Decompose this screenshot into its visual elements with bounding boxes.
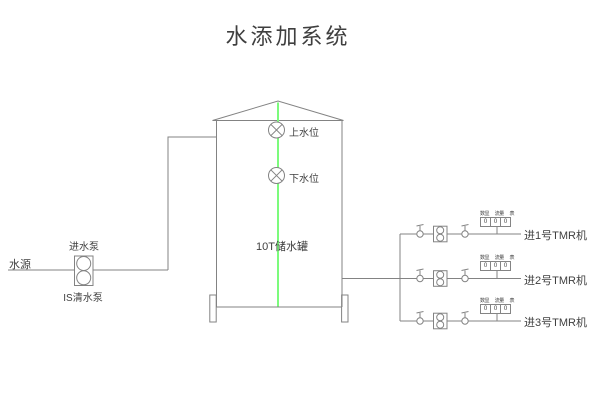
branch1-symbols (416, 224, 469, 243)
page-title: 水添加系统 (225, 24, 351, 49)
meter-header: 表 (509, 255, 514, 261)
lower-level-sensor-icon (268, 167, 285, 184)
branch3-valve1-icon (416, 317, 424, 325)
flow-meter-1: 数显 流量 表 0 0 0 (480, 211, 514, 227)
flow-meter-3: 数显 流量 表 0 0 0 (480, 298, 514, 314)
flow-meter-2: 数显 流量 表 0 0 0 (480, 255, 514, 271)
meter-header: 数显 (480, 211, 490, 217)
branch2-symbols (416, 268, 469, 287)
inlet-pump-top-label: 进水泵 (69, 242, 99, 253)
meter-header: 流量 (494, 255, 505, 261)
flow-meter-1-digits: 0 0 0 (480, 217, 514, 227)
branch1-valve2-icon (461, 230, 469, 238)
branch3-valve2-stem (461, 311, 469, 318)
meter-digit: 0 (500, 261, 511, 271)
branch3-valve1-stem (416, 311, 424, 318)
branch1-pump-icon (433, 225, 448, 243)
branch3-label: 进3号TMR机 (524, 317, 587, 329)
meter-header: 流量 (494, 211, 505, 217)
meter-digit: 0 (500, 217, 511, 227)
branch2-label: 进2号TMR机 (524, 275, 587, 287)
flow-meter-2-digits: 0 0 0 (480, 261, 514, 271)
flow-meter-1-headers: 数显 流量 表 (480, 211, 514, 217)
meter-header: 流量 (494, 298, 505, 304)
meter-header: 表 (509, 211, 514, 217)
riser-pipe (167, 136, 217, 270)
meter-header: 数显 (480, 298, 490, 304)
branch3-symbols (416, 311, 469, 330)
tank-left-leg (209, 294, 217, 323)
branch3-pump-icon (433, 312, 448, 330)
flow-meter-3-digits: 0 0 0 (480, 304, 514, 314)
branch2-valve2-stem (461, 268, 469, 276)
lower-level-label: 下水位 (289, 174, 319, 185)
flow-meter-3-headers: 数显 流量 表 (480, 298, 514, 304)
tank-label: 10T储水罐 (256, 241, 308, 253)
branch1-label: 进1号TMR机 (524, 230, 587, 242)
branch3-valve2-icon (461, 317, 469, 325)
branch1-valve1-stem (416, 224, 424, 231)
flow-meter-2-headers: 数显 流量 表 (480, 255, 514, 261)
upper-level-sensor-icon (268, 121, 285, 139)
branch1-valve1-icon (416, 230, 424, 238)
meter-header: 数显 (480, 255, 490, 261)
meter-header: 表 (509, 298, 514, 304)
water-source-label: 水源 (9, 259, 31, 271)
branch2-valve1-stem (416, 268, 424, 276)
inlet-pump-bottom-label: IS清水泵 (63, 293, 103, 304)
branch2-valve1-icon (416, 274, 424, 283)
upper-level-label: 上水位 (289, 128, 319, 139)
inlet-pump-icon (74, 255, 94, 286)
meter-digit: 0 (500, 304, 511, 314)
branch1-valve2-stem (461, 224, 469, 231)
branch2-pump-icon (433, 270, 448, 287)
tank-right-leg (341, 294, 349, 323)
branch2-valve2-icon (461, 274, 469, 283)
